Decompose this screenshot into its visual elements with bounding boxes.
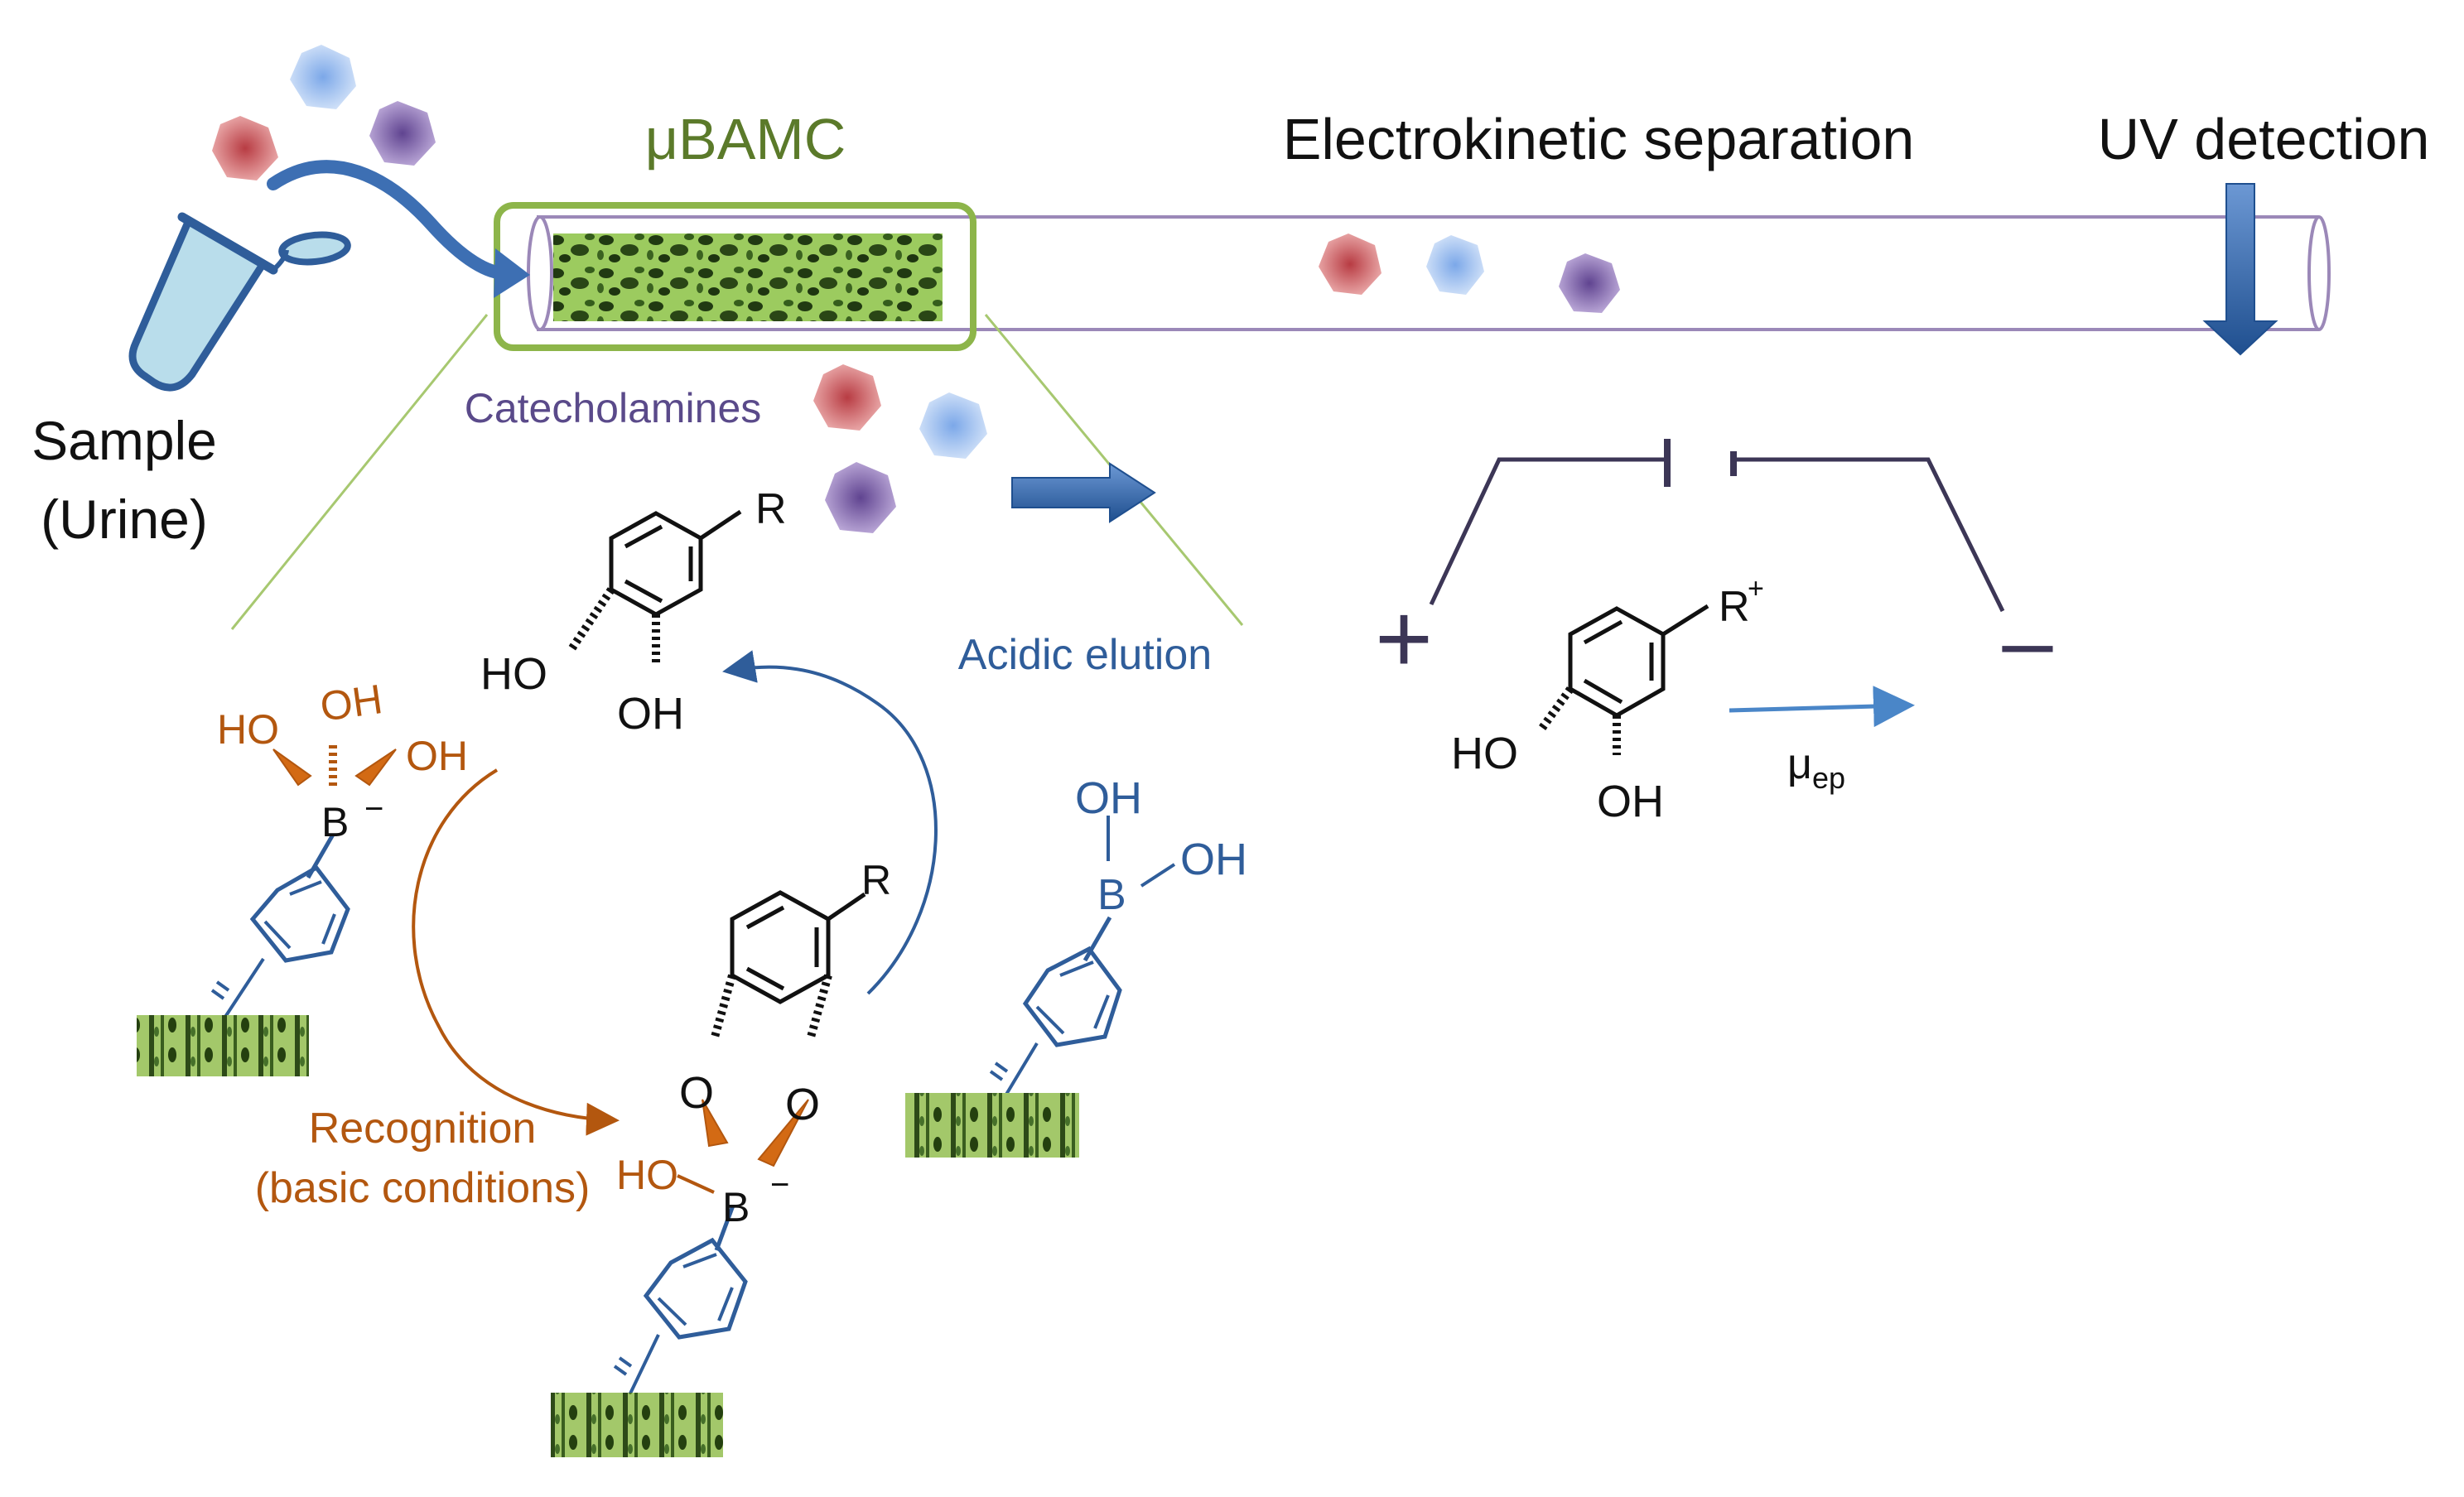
acidic-elution-arrow (1011, 462, 1156, 523)
ester-ho-bond (677, 1174, 715, 1194)
left-boronate-oh-right: OH (406, 733, 468, 779)
sample-label: Sample (31, 410, 217, 471)
monolith-segment (553, 233, 943, 321)
cation-r-label: R (1719, 583, 1750, 631)
basic-conditions-label: (basic conditions) (255, 1164, 591, 1212)
positive-electrode: + (1375, 583, 1433, 694)
red-analyte-hex (1319, 233, 1381, 295)
boronate-ester (551, 890, 866, 1457)
support-left (137, 1015, 309, 1076)
release-arrow (722, 650, 938, 995)
blue-analyte-hex (1426, 235, 1484, 295)
catechol-oh-label: OH (617, 689, 684, 739)
ubamc-label: μBAMC (645, 107, 846, 171)
mobility-label: μep (1787, 740, 1845, 795)
purple-sample-hex (369, 101, 436, 166)
electrokinetic-separation-label: Electrokinetic separation (1283, 107, 1915, 171)
boronic-oh-right: OH (1180, 835, 1247, 884)
support-bottom (551, 1393, 723, 1457)
boronic-oh-top: OH (1075, 773, 1142, 823)
negative-electrode: – (2002, 590, 2053, 692)
recognition-label: Recognition (309, 1105, 537, 1153)
catecholamines-label: Catecholamines (465, 385, 762, 431)
cation-plus-label: + (1748, 573, 1764, 604)
capillary (527, 215, 2331, 331)
mobility-mu: μ (1787, 740, 1812, 788)
blue-eluted-hex (919, 392, 987, 459)
boronic-boron-label: B (1097, 871, 1126, 919)
left-boron-charge: − (364, 791, 383, 827)
left-boron-label: B (321, 799, 349, 845)
uv-detection-arrow (2202, 183, 2278, 356)
zoom-line-left (230, 314, 489, 630)
ester-boron-charge: − (770, 1167, 789, 1203)
sample-injection-arrowhead (494, 248, 530, 298)
ester-o-right: O (785, 1080, 820, 1129)
red-sample-hex (212, 116, 278, 181)
sample-injection-arrow (267, 160, 512, 280)
left-boronate-ho: HO (217, 706, 279, 753)
electrophoresis-circuit (1429, 439, 2005, 613)
cation-structure (1536, 604, 1709, 755)
sample-tube (128, 212, 351, 392)
mobility-subscript: ep (1812, 761, 1845, 795)
purple-eluted-hex (825, 462, 896, 533)
catechol-r-label: R (755, 485, 787, 533)
red-eluted-hex (813, 364, 881, 431)
boronate-left (137, 745, 397, 1076)
support-right (905, 1093, 1079, 1158)
recognition-arrow (412, 768, 620, 1136)
ester-o-left: O (679, 1068, 714, 1118)
left-boronate-oh-top: OH (317, 676, 385, 730)
mobility-arrow (1729, 686, 1915, 728)
blue-sample-hex (290, 45, 356, 109)
boronic-acid-right (905, 816, 1176, 1158)
uv-detection-label: UV detection (2098, 107, 2430, 171)
acidic-elution-label: Acidic elution (958, 631, 1212, 679)
ester-ho-label: HO (616, 1152, 678, 1198)
cation-ho-label: HO (1451, 729, 1518, 778)
catechol-structure (567, 509, 742, 662)
catechol-ho-label: HO (480, 649, 547, 699)
urine-label: (Urine) (41, 489, 208, 550)
cation-oh-label: OH (1597, 777, 1664, 826)
ester-r-label: R (861, 857, 891, 903)
ester-boron-label: B (722, 1184, 750, 1230)
purple-analyte-hex (1559, 253, 1620, 313)
